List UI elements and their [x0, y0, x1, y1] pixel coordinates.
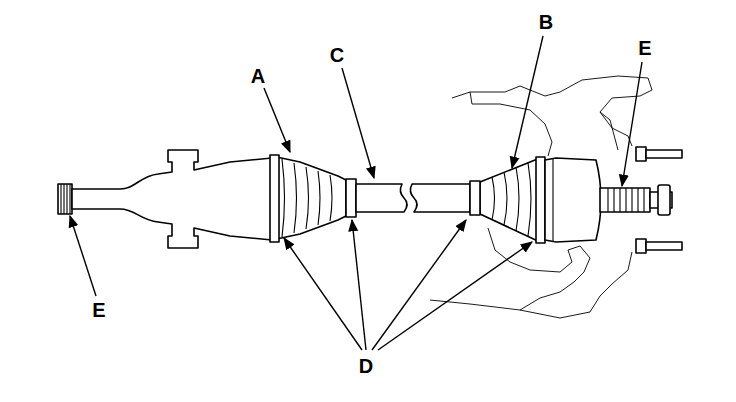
- callout-letter: E: [636, 37, 653, 59]
- inner-joint-housing: [72, 150, 272, 248]
- outboard-boot: [470, 157, 545, 243]
- callout-letter: E: [90, 299, 107, 321]
- callout-letter: D: [357, 355, 375, 377]
- leader-line: [70, 36, 642, 350]
- axle-shaft: [356, 184, 470, 212]
- callout-letter: C: [328, 44, 346, 66]
- callout-letter: B: [537, 11, 555, 33]
- callout-letter: A: [249, 65, 267, 87]
- inner-spline: [58, 184, 72, 214]
- inboard-boot: [270, 155, 356, 242]
- outer-joint: [545, 158, 672, 242]
